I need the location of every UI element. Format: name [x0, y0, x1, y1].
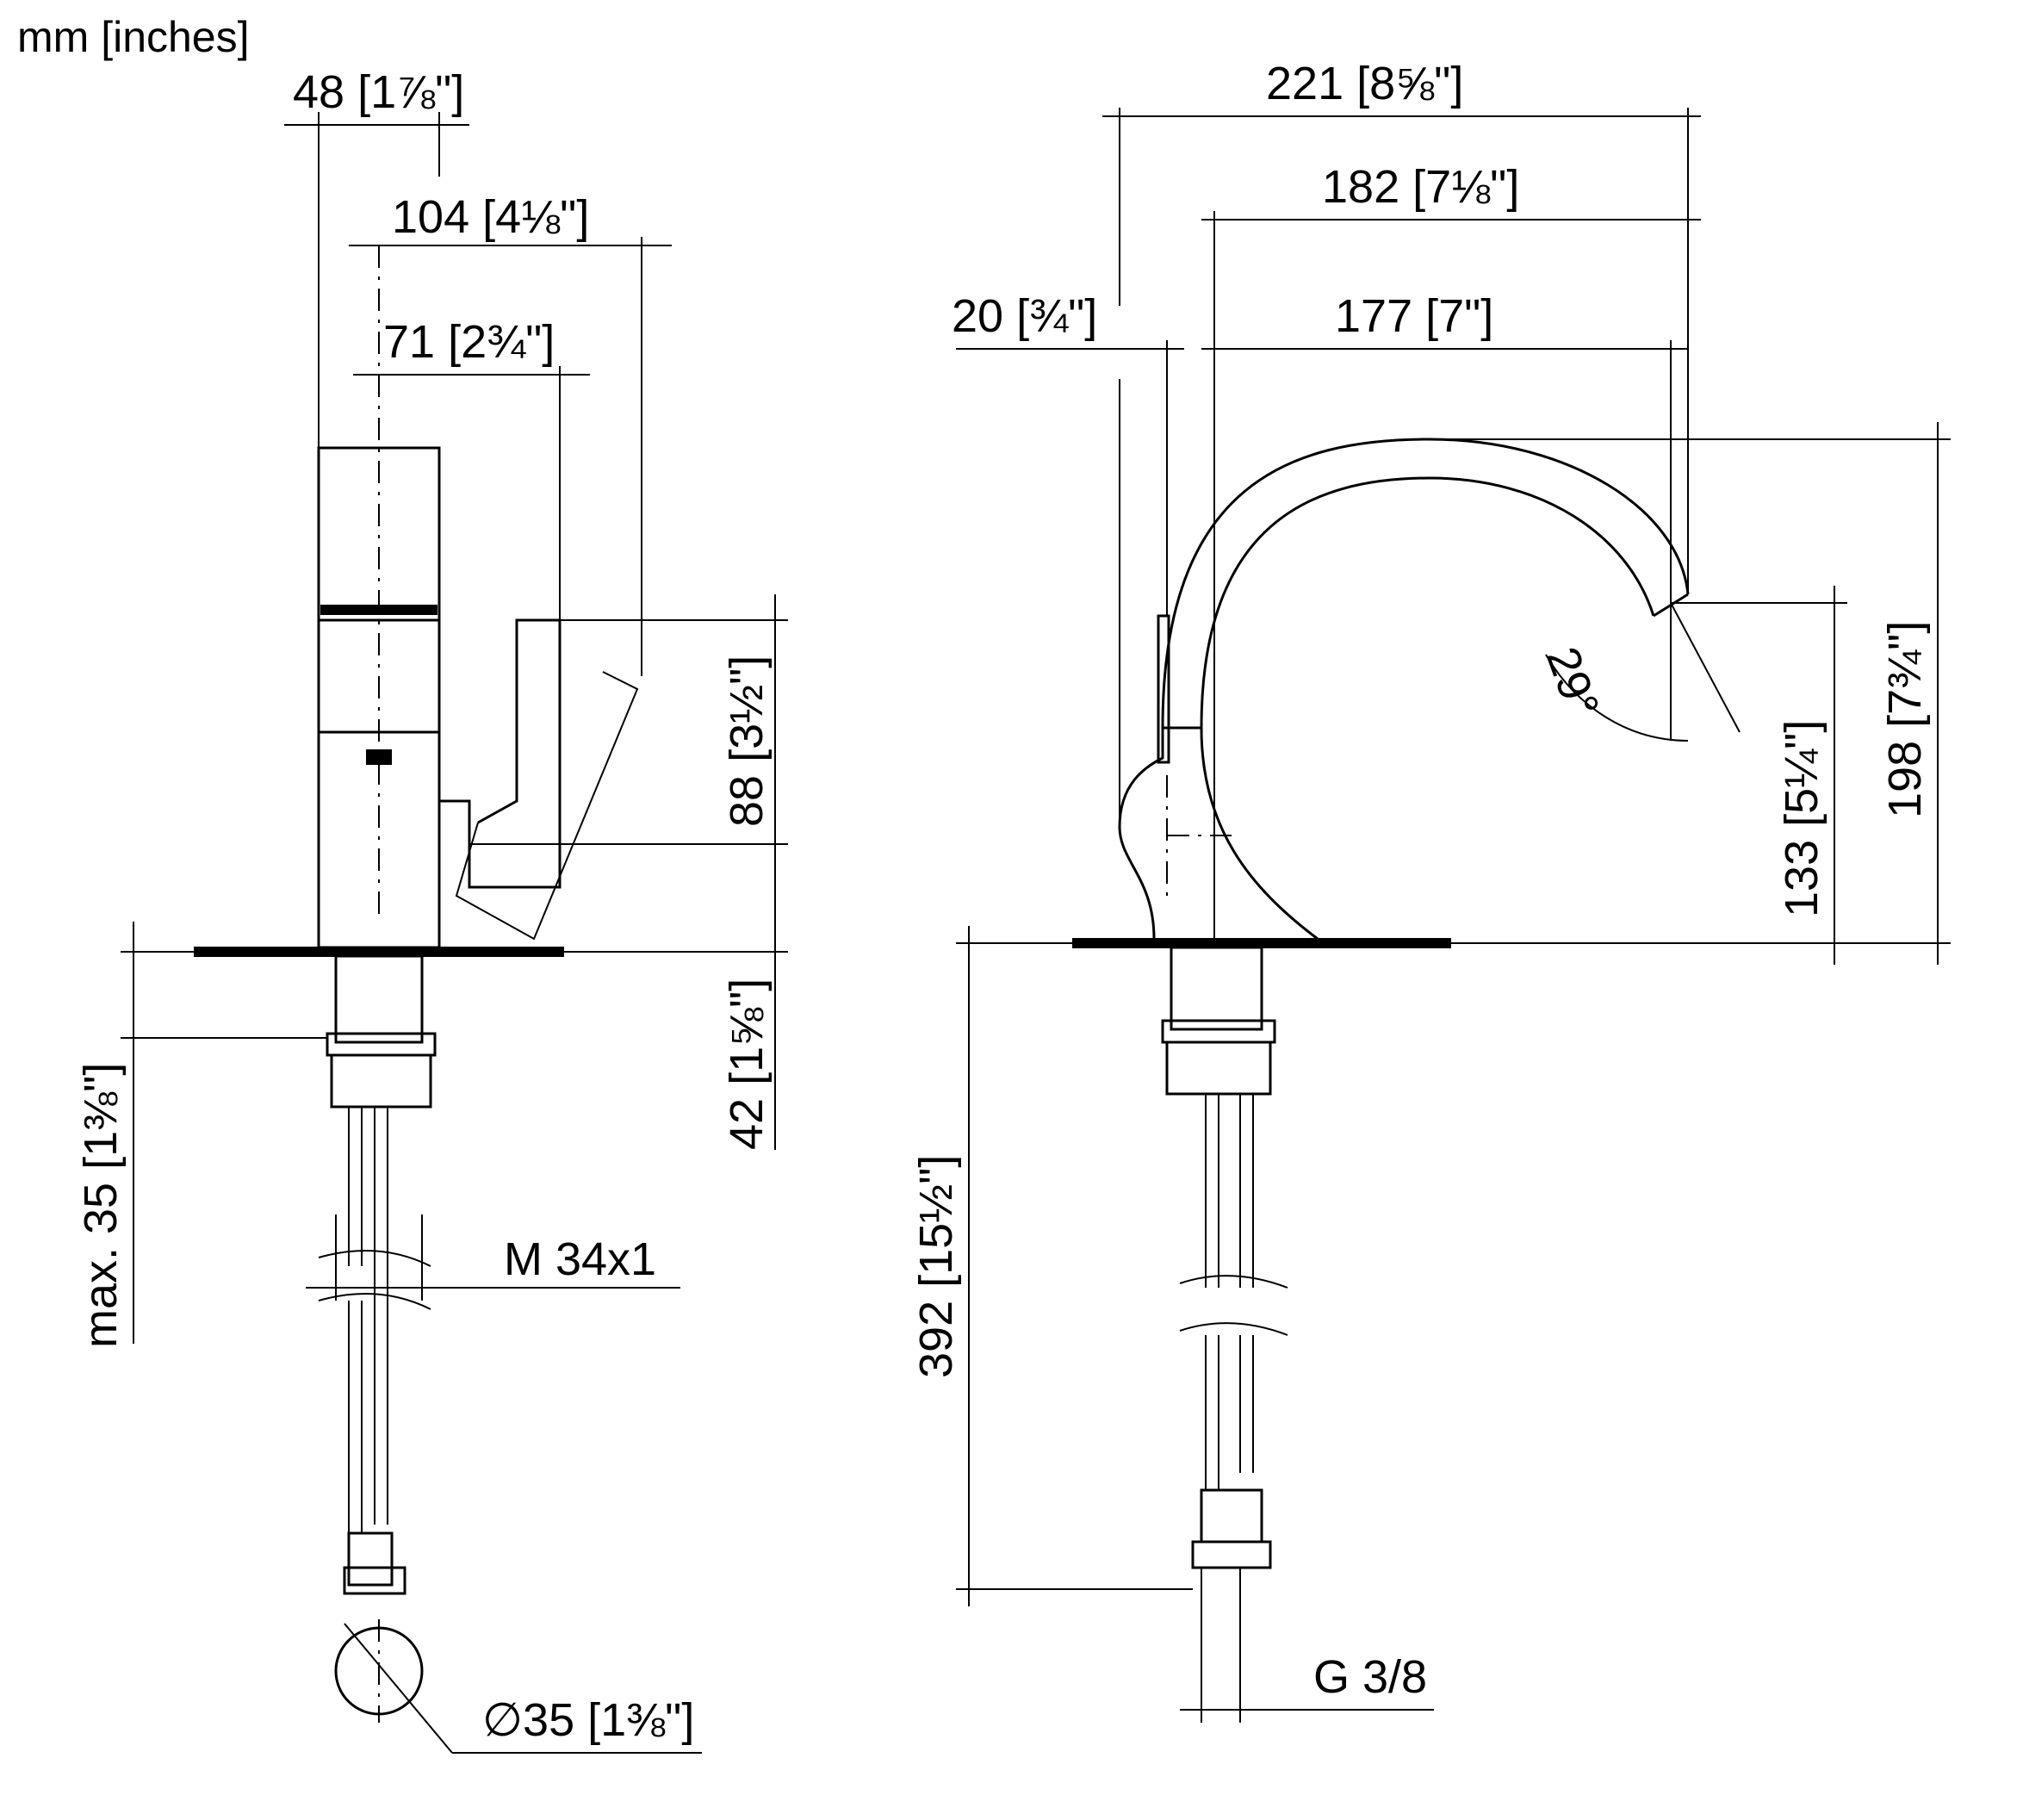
dim-104: 104 [4⅛"]	[392, 191, 589, 243]
dim-182: 182 [7⅛"]	[1322, 161, 1519, 213]
lever-handle-alt-position	[455, 671, 639, 941]
dim-133: 133 [5¼"]	[1776, 720, 1828, 917]
side-view: 48 [1⅞"] 104 [4⅛"] 71 [2¾"] 88 [3½"] 42 …	[75, 66, 788, 1754]
dim-max35: max. 35 [1⅜"]	[75, 1063, 127, 1348]
indicator-mark	[366, 749, 392, 765]
lever-front	[1157, 614, 1170, 764]
dim-48: 48 [1⅞"]	[293, 66, 464, 118]
front-view: 221 [8⅝"] 182 [7⅛"] 20 [¾"] 177 [7"] 198…	[910, 58, 1951, 1723]
angle-29-arc	[1545, 654, 1689, 742]
units-label: mm [inches]	[17, 13, 250, 61]
nut	[326, 1032, 437, 1057]
hose-front-fitting-nut	[1191, 1540, 1272, 1569]
dim-20: 20 [¾"]	[952, 290, 1097, 342]
dim-dia35-leader	[344, 1623, 453, 1754]
break-line-2	[318, 1293, 431, 1310]
nut-front	[1161, 1019, 1276, 1044]
spout-outer-curve	[1161, 438, 1690, 729]
front-break-line	[1179, 1275, 1288, 1289]
hose-front-fitting	[1200, 1488, 1263, 1544]
spout-inner-curve	[1200, 476, 1655, 729]
nut-lower	[330, 1053, 432, 1109]
nut-front-lower	[1165, 1040, 1272, 1096]
dim-88: 88 [3½"]	[721, 655, 773, 827]
dim-198: 198 [7¾"]	[1879, 621, 1931, 818]
shank	[334, 954, 424, 1044]
front-break-line-2	[1179, 1322, 1288, 1336]
angle-29-ray	[1670, 602, 1741, 733]
dim-g38: G 3/8	[1313, 1651, 1427, 1703]
hose-fitting	[347, 1531, 394, 1587]
dim-71: 71 [2¾"]	[383, 316, 555, 368]
body-front-left	[1118, 728, 1164, 940]
dim-dia35: ∅35 [1⅜"]	[482, 1694, 694, 1746]
shank-front	[1170, 946, 1263, 1031]
lever-handle	[439, 618, 562, 889]
break-line	[318, 1250, 431, 1267]
dim-m34: M 34x1	[504, 1233, 656, 1285]
dim-392: 392 [15½"]	[910, 1155, 962, 1378]
hose-fitting-nut	[343, 1566, 406, 1595]
dim-42: 42 [1⅝"]	[721, 978, 773, 1150]
dim-177: 177 [7"]	[1335, 290, 1493, 342]
dim-221: 221 [8⅝"]	[1266, 58, 1463, 109]
spout-lower-curve	[1200, 727, 1319, 941]
